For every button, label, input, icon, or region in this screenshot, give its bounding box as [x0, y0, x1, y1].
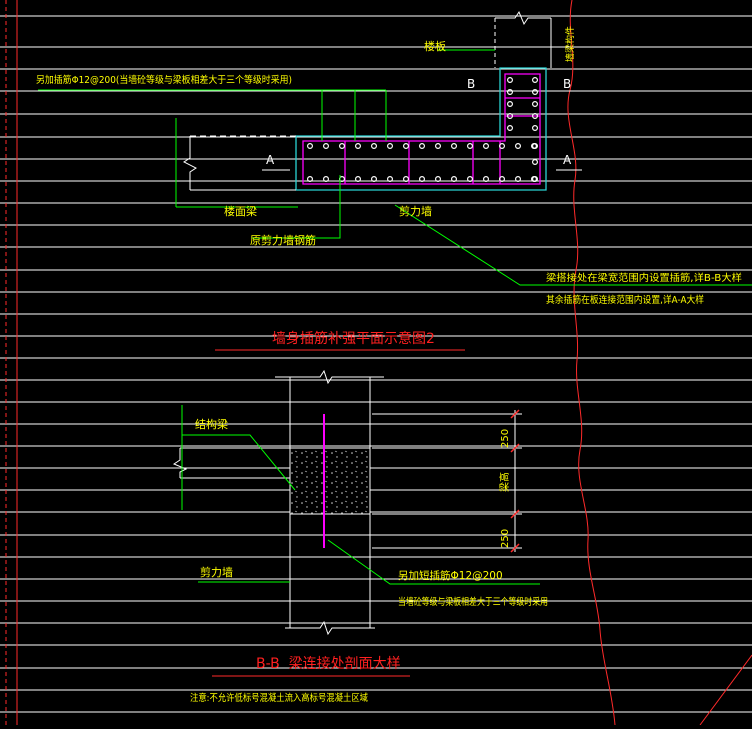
- rebar-dot: [499, 176, 506, 183]
- vertical-member-label: 墙梁构件: [564, 26, 576, 62]
- horizontal-grid-lines: [0, 15, 752, 713]
- concrete-pour-note: 注意:不允许低标号混凝土流入高标号混凝土区域: [190, 692, 368, 704]
- slab-label: 楼板: [424, 39, 446, 53]
- rebar-dot: [355, 143, 362, 150]
- rebar-dot: [451, 176, 458, 183]
- rebar-dot: [531, 100, 538, 107]
- rebar-dot: [355, 176, 362, 183]
- wall-rebar-outline: [302, 73, 541, 185]
- rebar-dot: [467, 143, 474, 150]
- rebar-dot: [507, 112, 514, 119]
- section-bb-view: 结构梁 250 梁高 250 剪力墙 另加短插筋Φ12@200 当墙砼等级与梁板…: [172, 369, 548, 704]
- plan-title: 墙身插筋补强平面示意图2: [272, 330, 435, 347]
- rebar-dot: [531, 88, 538, 95]
- section-b-right-label: B: [563, 77, 571, 91]
- short-bars-note: 当墙砼等级与梁板相差大于三个等级时采用: [398, 596, 548, 608]
- rebar-dot: [514, 143, 521, 150]
- dim-top-label: 250: [500, 429, 511, 448]
- rebar-dot: [403, 176, 410, 183]
- plan-leader-lines: [38, 49, 752, 286]
- rebar-dot: [323, 143, 330, 150]
- rebar-dot: [339, 143, 346, 150]
- section-title: B-B 梁连接处剖面大样: [256, 655, 401, 672]
- rebar-dot: [531, 176, 538, 183]
- dim-mid-label: 梁高: [498, 472, 511, 492]
- rebar-dot: [387, 176, 394, 183]
- section-leader-lines: [181, 405, 540, 585]
- rebar-dot: [507, 100, 514, 107]
- section-b-left-label: B: [467, 77, 475, 91]
- rebar-dot: [531, 112, 538, 119]
- floor-beam: [183, 135, 296, 191]
- rebar-dot: [507, 124, 514, 131]
- rebar-dot: [371, 143, 378, 150]
- rebar-dot: [435, 176, 442, 183]
- rebar-dot: [531, 159, 538, 166]
- red-frame-lines: [5, 0, 752, 726]
- right-red-wavy-border: [567, 0, 616, 726]
- bottom-right-red-line: [699, 654, 752, 726]
- floor-beam-label: 楼面梁: [224, 204, 257, 218]
- rebar-dot: [483, 176, 490, 183]
- beam-label: 结构梁: [195, 417, 228, 431]
- extra-bars-label: 另加插筋Φ12@200(当墙砼等级与梁板相差大于三个等级时采用): [36, 74, 292, 86]
- dim-bottom-label: 250: [500, 529, 511, 548]
- rebar-dot: [307, 176, 314, 183]
- rebar-dot: [419, 176, 426, 183]
- section-shear-wall-label: 剪力墙: [200, 565, 233, 579]
- rebar-dot: [499, 143, 506, 150]
- plan-labels: 楼板 另加插筋Φ12@200(当墙砼等级与梁板相差大于三个等级时采用) B B …: [36, 26, 742, 351]
- rebar-dot: [419, 143, 426, 150]
- short-bars-label: 另加短插筋Φ12@200: [398, 569, 503, 582]
- rebar-dot: [507, 88, 514, 95]
- concrete-joint-hatch: [289, 447, 371, 515]
- dimension-ticks: [510, 409, 520, 553]
- rebar-dot: [371, 176, 378, 183]
- section-labels: 结构梁 250 梁高 250 剪力墙 另加短插筋Φ12@200 当墙砼等级与梁板…: [190, 417, 548, 704]
- rebar-dot: [451, 143, 458, 150]
- rebar-dot: [531, 76, 538, 83]
- rebar-dot: [514, 176, 521, 183]
- rebar-dot: [531, 124, 538, 131]
- rebar-dot: [467, 176, 474, 183]
- rebar-dot: [387, 143, 394, 150]
- shear-wall-label: 剪力墙: [399, 204, 432, 218]
- rebar-dot: [307, 143, 314, 150]
- note-line-2: 其余插筋在板连接范围内设置,详A-A大样: [546, 294, 704, 306]
- note-line-1: 梁搭接处在梁宽范围内设置插筋,详B-B大样: [546, 272, 742, 284]
- section-a-right-label: A: [563, 153, 572, 167]
- slab: [494, 10, 552, 68]
- rebar-dot: [403, 143, 410, 150]
- rebar-dot: [531, 143, 538, 150]
- section-cut-marks: [262, 90, 582, 171]
- plan-view: 楼板 另加插筋Φ12@200(当墙砼等级与梁板相差大于三个等级时采用) B B …: [36, 10, 752, 351]
- rebar-dot: [483, 143, 490, 150]
- section-a-left-label: A: [266, 153, 275, 167]
- rebar-dot: [323, 176, 330, 183]
- rebar-dot: [435, 143, 442, 150]
- rebar-dot: [507, 76, 514, 83]
- original-rebar-label: 原剪力墙钢筋: [250, 233, 316, 247]
